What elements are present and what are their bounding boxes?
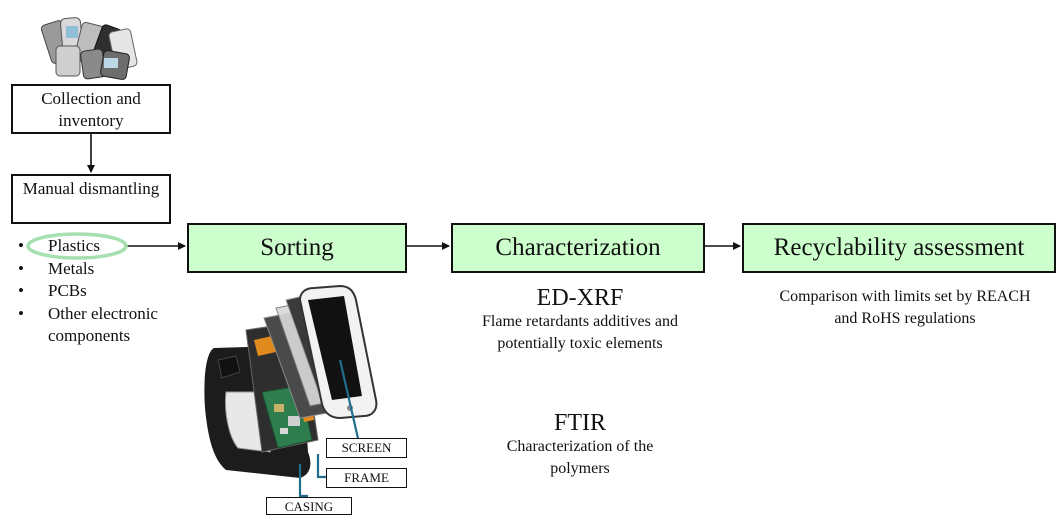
screen-label: SCREEN — [326, 438, 407, 458]
list-item: Other electronic components — [12, 303, 200, 348]
step-collection-box: Collection and inventory — [11, 84, 171, 134]
step-characterization-box: Characterization — [451, 223, 705, 273]
step-sorting-box: Sorting — [187, 223, 407, 273]
edxrf-title: ED-XRF — [536, 285, 624, 311]
edxrf-block: ED-XRF Flame retardants additives and po… — [462, 285, 698, 355]
ftir-description: Characterization of the polymers — [506, 438, 654, 477]
assessment-note: Comparison with limits set by REACH and … — [779, 288, 1031, 327]
step-dismantling-box: Manual dismantling — [11, 174, 171, 224]
component-list: Plastics Metals PCBs Other electronic co… — [12, 235, 192, 348]
step-dismantling-label: Manual dismantling — [22, 179, 160, 198]
step-collection-label: Collection and inventory — [41, 89, 141, 130]
exploded-smartphone-icon — [204, 284, 378, 478]
ftir-title: FTIR — [553, 410, 606, 436]
step-recyclability-box: Recyclability assessment — [742, 223, 1056, 273]
pile-of-old-phones-icon — [40, 17, 138, 80]
step-recyclability-label: Recyclability assessment — [773, 234, 1025, 261]
frame-label: FRAME — [326, 468, 407, 488]
edxrf-description: Flame retardants additives and potential… — [482, 313, 678, 352]
list-item: PCBs — [12, 280, 192, 303]
step-sorting-label: Sorting — [260, 234, 334, 261]
list-item: Metals — [12, 258, 192, 281]
step-characterization-label: Characterization — [495, 234, 661, 261]
casing-label: CASING — [266, 497, 352, 515]
ftir-block: FTIR Characterization of the polymers — [462, 410, 698, 480]
list-item: Plastics — [12, 235, 192, 258]
